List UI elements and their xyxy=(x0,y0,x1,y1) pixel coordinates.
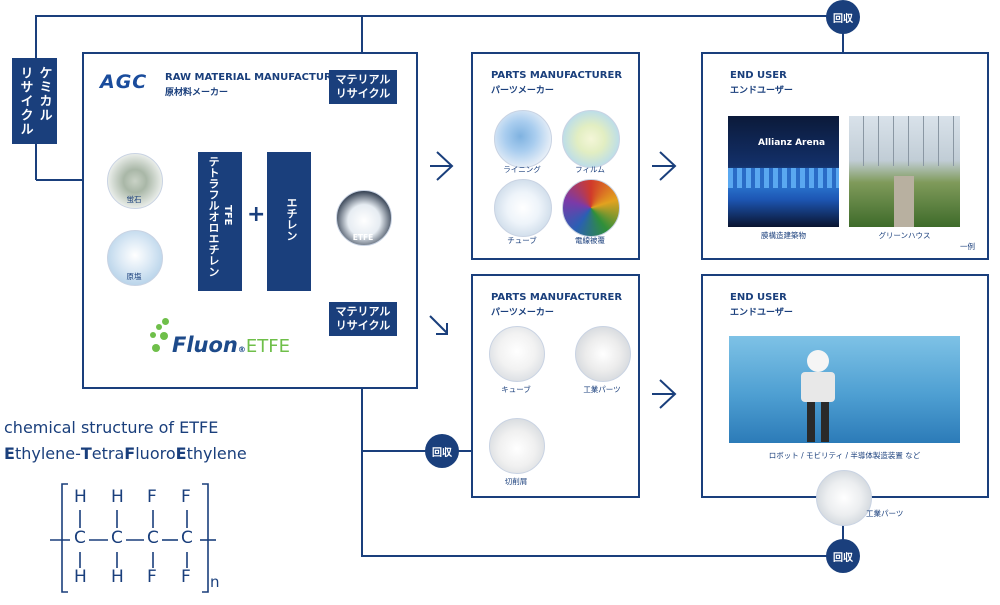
lining-label: ライニング xyxy=(503,165,541,174)
ethylene-block xyxy=(267,152,311,291)
recovery-badge-top: 回収 xyxy=(826,0,860,34)
tube-label: チューブ xyxy=(507,236,537,245)
parts-bottom-title-jp: パーツメーカー xyxy=(491,308,554,318)
cutting-chips-label: 切削屑 xyxy=(504,477,528,486)
rock-salt-label: 原塩 xyxy=(126,272,142,281)
raw-material-title-en: RAW MATERIAL MANUFACTURER xyxy=(165,72,347,83)
structure-name-part: etra xyxy=(91,444,125,463)
plus-sign: + xyxy=(247,202,266,227)
end-top-title-en: END USER xyxy=(730,70,787,81)
structure-bottom-atom: H xyxy=(111,567,124,587)
structure-top-atom: F xyxy=(147,487,157,507)
material-recycle-bottom-tag: マテリアル リサイクル xyxy=(329,302,397,336)
structure-name-part: F xyxy=(124,444,136,463)
tfe-block xyxy=(198,152,242,291)
recovery-badge-bottom: 回収 xyxy=(826,539,860,573)
chemical-recycle-label: ケミカル リサイクル xyxy=(12,58,57,144)
ethylene-label: エチレン xyxy=(285,197,298,241)
structure-bottom-atom: F xyxy=(181,567,191,587)
structure-top-atom: F xyxy=(181,487,191,507)
wire-coating-label: 電線被覆 xyxy=(575,236,605,245)
parts-top-title-en: PARTS MANUFACTURER xyxy=(491,70,623,81)
end-bottom-title-en: END USER xyxy=(730,292,787,303)
industrial-parts-image xyxy=(575,326,631,382)
membrane-building-label: 膜構造建築物 xyxy=(761,231,806,240)
structure-bottom-atom: F xyxy=(147,567,157,587)
film-image xyxy=(562,110,620,168)
structure-carbon-atom: C xyxy=(181,528,193,548)
wire-coating-image xyxy=(562,179,620,237)
structure-subscript: n xyxy=(210,573,220,591)
structure-name: Ethylene-TetraFluoroEthylene xyxy=(4,444,247,463)
lining-image xyxy=(494,110,552,168)
end-bottom-title-jp: エンドユーザー xyxy=(730,308,793,318)
allianz-arena-sign: Allianz Arena xyxy=(758,138,826,148)
material-recycle-top-tag: マテリアル リサイクル xyxy=(329,70,397,104)
end-top-title-jp: エンドユーザー xyxy=(730,86,793,96)
structure-heading: chemical structure of ETFE xyxy=(4,418,219,437)
robot-image xyxy=(729,336,960,443)
membrane-building-image: Allianz Arena xyxy=(728,116,839,227)
structure-carbon-atom: C xyxy=(74,528,86,548)
rock-salt-image xyxy=(107,230,163,286)
recovery-badge-middle: 回収 xyxy=(425,434,459,468)
greenhouse-image xyxy=(849,116,960,227)
industrial-part-image xyxy=(816,470,872,526)
structure-name-part: E xyxy=(175,444,187,463)
tfe-jp-label: テトラフルオロエチレン xyxy=(207,156,220,277)
fluon-logo-text: Fluon®ETFE xyxy=(172,333,290,357)
structure-bracket xyxy=(50,483,216,593)
structure-carbon-atom: C xyxy=(147,528,159,548)
structure-carbon-atom: C xyxy=(111,528,123,548)
fluorite-label: 蛍石 xyxy=(126,195,142,204)
greenhouse-label: グリーンハウス xyxy=(878,231,931,240)
structure-top-atom: H xyxy=(74,487,87,507)
structure-name-part: T xyxy=(80,444,92,463)
structure-name-part: thylene xyxy=(186,444,247,463)
cutting-chips-image xyxy=(489,418,545,474)
structure-name-part: thylene- xyxy=(14,444,81,463)
raw-material-title-jp: 原材料メーカー xyxy=(165,88,229,98)
industrial-part-label: 工業パーツ xyxy=(866,509,904,518)
parts-top-title-jp: パーツメーカー xyxy=(491,86,554,96)
structure-name-part: E xyxy=(4,444,15,463)
film-label: フィルム xyxy=(575,165,605,174)
example-note: 一例 xyxy=(960,242,975,251)
industrial-parts-label: 工業パーツ xyxy=(583,385,621,394)
fluon-logo-mark xyxy=(150,318,170,356)
parts-bottom-title-en: PARTS MANUFACTURER xyxy=(491,292,623,303)
cube-label: キューブ xyxy=(501,385,531,394)
agc-logo: AGC xyxy=(100,71,148,93)
etfe-image xyxy=(336,190,392,246)
robot-caption: ロボット / モビリティ / 半導体製造装置 など xyxy=(768,451,921,460)
tube-image xyxy=(494,179,552,237)
structure-name-part: luoro xyxy=(135,444,176,463)
cube-image xyxy=(489,326,545,382)
tfe-abbr-label: TFE xyxy=(222,205,233,226)
structure-bottom-atom: H xyxy=(74,567,87,587)
etfe-label: ETFE xyxy=(352,233,374,242)
structure-top-atom: H xyxy=(111,487,124,507)
fluorite-image xyxy=(107,153,163,209)
